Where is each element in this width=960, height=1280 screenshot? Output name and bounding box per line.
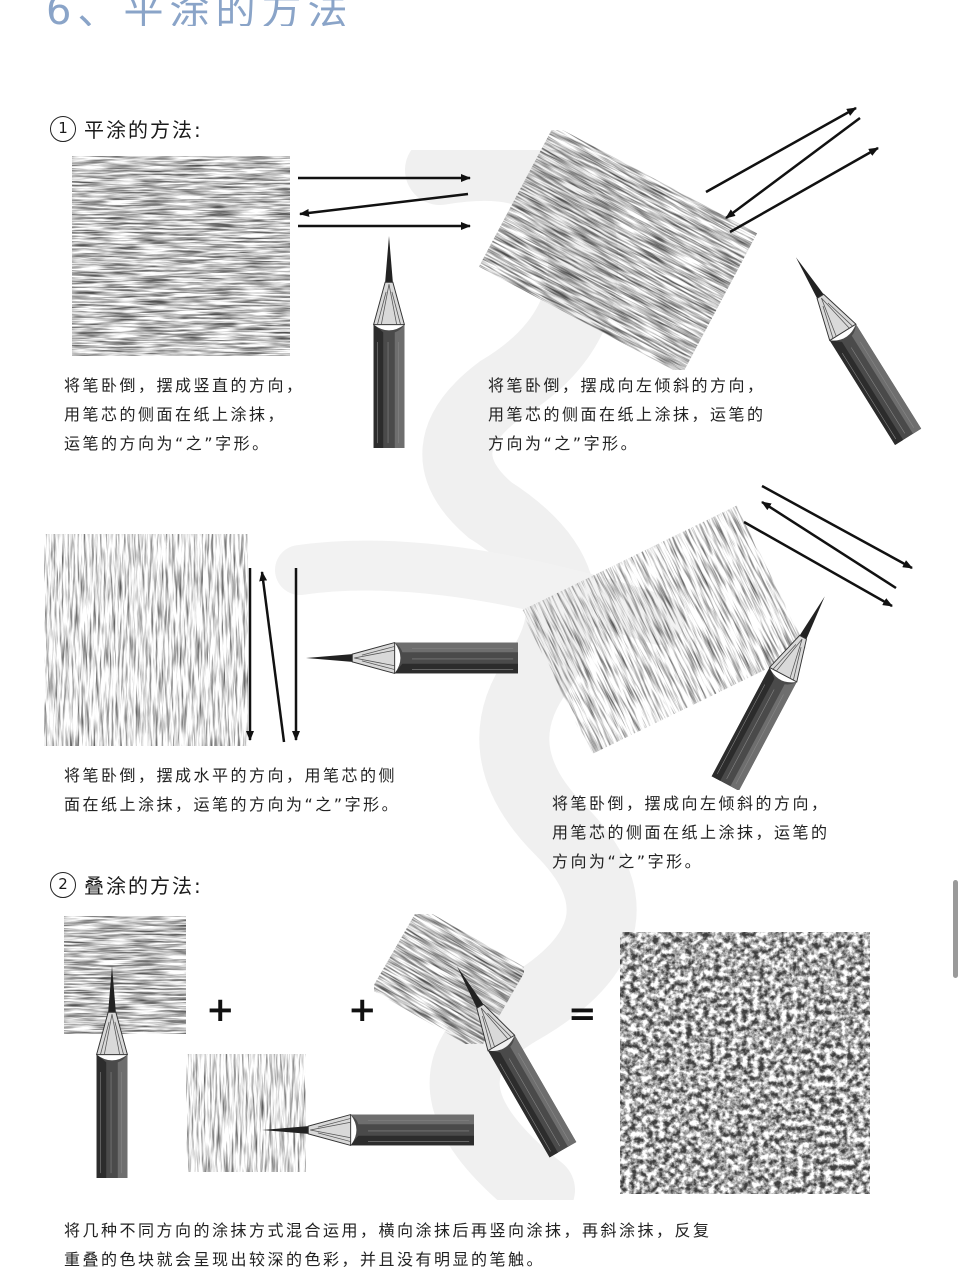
section2-caption: 将几种不同方向的涂抹方式混合运用，横向涂抹后再竖向涂抹，再斜涂抹，反复 重叠的色… bbox=[64, 1216, 712, 1274]
section1-title-text: 平涂的方法: bbox=[84, 118, 203, 142]
swatch-horizontal-strokes bbox=[72, 156, 290, 356]
zigzag-arrows-horizontal bbox=[298, 174, 471, 230]
pencil-tilted-right bbox=[711, 590, 839, 790]
caption-vertical: 将笔卧倒，摆成竖直的方向， 用笔芯的侧面在纸上涂抹， 运笔的方向为“之”字形。 bbox=[64, 371, 305, 458]
plus-operator: + bbox=[348, 990, 377, 1030]
pencil-vertical bbox=[373, 236, 405, 448]
caption-left-tilt-top: 将笔卧倒，摆成向左倾斜的方向， 用笔芯的侧面在纸上涂抹，运笔的 方向为“之”字形… bbox=[488, 371, 766, 458]
page-header: 6、平涂的方法 bbox=[0, 0, 960, 26]
caption-line: 将笔卧倒，摆成水平的方向，用笔芯的侧 bbox=[64, 766, 398, 785]
overlay-result-swatch bbox=[620, 932, 870, 1194]
caption-line: 用笔芯的侧面在纸上涂抹， bbox=[64, 405, 287, 424]
pencil-horizontal bbox=[306, 642, 518, 674]
section2-number: 2 bbox=[50, 871, 76, 898]
caption-line: 将笔卧倒，摆成向左倾斜的方向， bbox=[552, 794, 830, 813]
overlay-swatch-horizontal bbox=[64, 916, 186, 1034]
overlay-pencil-vertical bbox=[96, 966, 128, 1178]
pencil-tilted-left bbox=[792, 252, 922, 446]
zigzag-arrows-vertical bbox=[246, 568, 300, 743]
equals-operator: = bbox=[568, 994, 597, 1034]
caption-line: 将笔卧倒，摆成竖直的方向， bbox=[64, 376, 305, 395]
caption-line: 将笔卧倒，摆成向左倾斜的方向， bbox=[488, 376, 766, 395]
caption-line: 用笔芯的侧面在纸上涂抹，运笔的 bbox=[488, 405, 766, 424]
section2-title-text: 叠涂的方法: bbox=[84, 874, 203, 898]
caption-line: 方向为“之”字形。 bbox=[488, 434, 640, 453]
caption-line: 方向为“之”字形。 bbox=[552, 852, 704, 871]
section2-title: 2 叠涂的方法: bbox=[50, 870, 203, 899]
caption-line: 用笔芯的侧面在纸上涂抹，运笔的 bbox=[552, 823, 830, 842]
swatch-vertical-strokes bbox=[44, 534, 248, 746]
swatch-diagonal-strokes bbox=[478, 130, 758, 370]
section1-title: 1 平涂的方法: bbox=[50, 114, 203, 143]
overlay-pencil-tilted bbox=[443, 958, 577, 1158]
caption-horizontal: 将笔卧倒，摆成水平的方向，用笔芯的侧 面在纸上涂抹，运笔的方向为“之”字形。 bbox=[64, 761, 400, 819]
zigzag-arrows-diagonal-lower bbox=[743, 484, 913, 608]
caption-line: 面在纸上涂抹，运笔的方向为“之”字形。 bbox=[64, 795, 401, 814]
caption-left-tilt-bottom: 将笔卧倒，摆成向左倾斜的方向， 用笔芯的侧面在纸上涂抹，运笔的 方向为“之”字形… bbox=[552, 789, 830, 876]
page-header-text: 6、平涂的方法 bbox=[46, 0, 354, 26]
zigzag-arrows-diagonal bbox=[705, 106, 879, 234]
caption-line: 运笔的方向为“之”字形。 bbox=[64, 434, 271, 453]
section1-number: 1 bbox=[50, 115, 76, 142]
plus-operator: + bbox=[206, 990, 235, 1030]
scrollbar-thumb[interactable] bbox=[953, 880, 958, 978]
caption-line: 将几种不同方向的涂抹方式混合运用，横向涂抹后再竖向涂抹，再斜涂抹，反复 bbox=[64, 1221, 712, 1240]
swatch-diagonal-lower bbox=[521, 505, 807, 755]
caption-line: 重叠的色块就会呈现出较深的色彩，并且没有明显的笔触。 bbox=[64, 1250, 546, 1269]
overlay-swatch-vertical bbox=[186, 1054, 306, 1172]
